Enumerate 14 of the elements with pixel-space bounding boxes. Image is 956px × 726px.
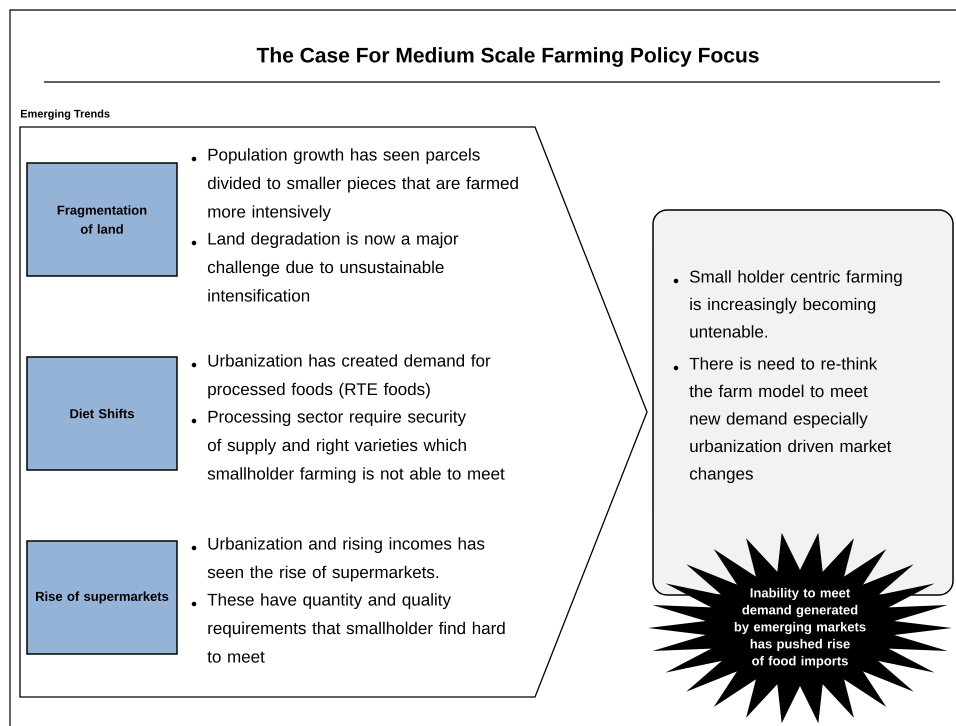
starburst: Inability to meet demand generated by emerging markets has pushed rise of food imports [648, 532, 952, 724]
bullet-item: There is need to re-think the farm model to meet new demand especially urbanization driven market changes [689, 357, 892, 484]
bullet-item: Small holder centric farming is increasingly becoming untenable. [690, 270, 902, 338]
bullet-item: Processing sector require security of supply and right varieties which smallholder farming is not able to meet [208, 410, 505, 484]
category-box: Fragmentation of land [26, 162, 178, 277]
bullet-item: Urbanization has created demand for processed foods (RTE foods) [208, 354, 490, 399]
category-box: Rise of supermarkets [26, 540, 178, 655]
category-box: Diet Shifts [26, 356, 178, 471]
bullet-item: These have quantity and quality requirements that smallholder find hard to meet [207, 593, 505, 663]
bullet-item: Land degradation is now a major challenge due to unsustainable intensification [208, 232, 458, 302]
bullet-item: Population growth has seen parcels divided to smaller pieces that are farmed more intensively [208, 148, 518, 222]
bullet-item: Urbanization and rising incomes has seen the rise of supermarkets. [208, 537, 484, 582]
node-label: Emerging Trends [20, 109, 110, 120]
title: The Case For Medium Scale Farming Policy Focus [256, 47, 759, 67]
